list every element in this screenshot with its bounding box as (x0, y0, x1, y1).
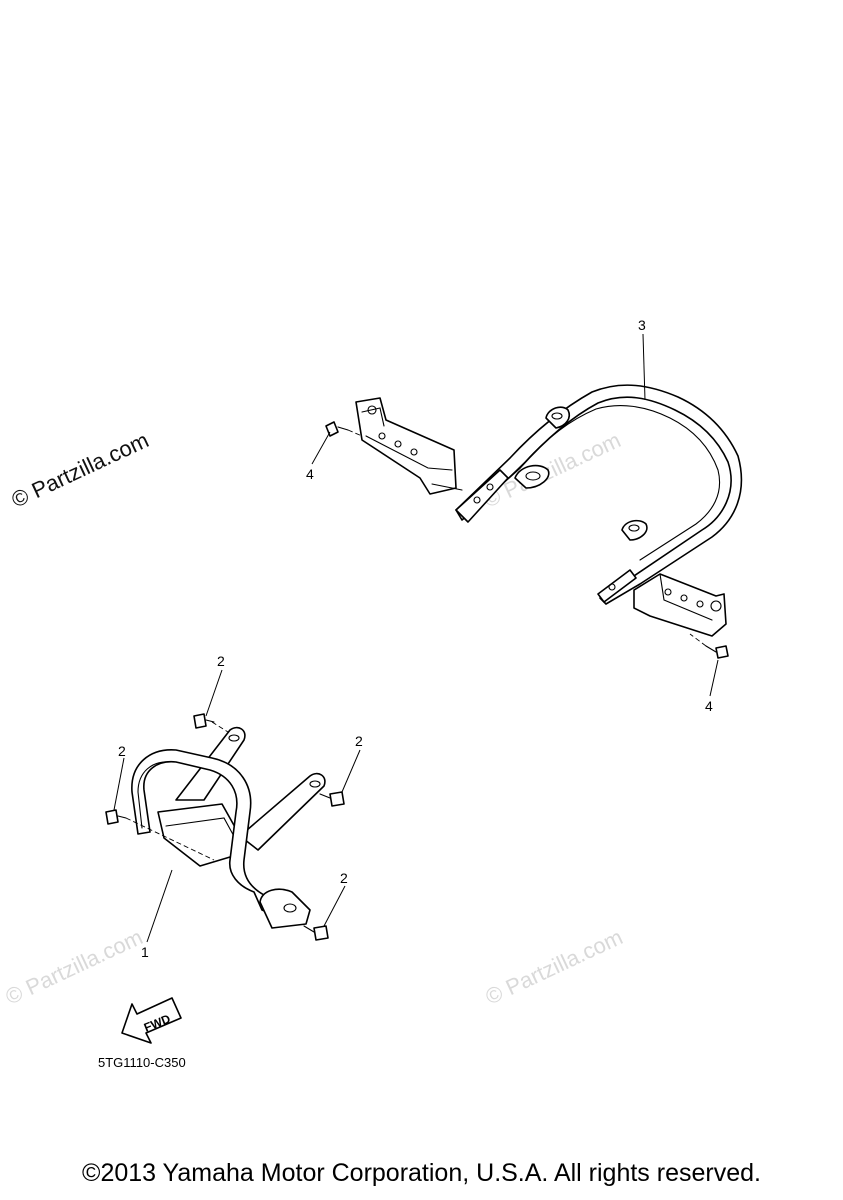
right-footrest-bracket (633, 573, 727, 637)
diagram-code: 5TG1110-C350 (98, 1055, 186, 1070)
copyright-notice: ©2013 Yamaha Motor Corporation, U.S.A. A… (82, 1159, 761, 1187)
rear-guard-bar (455, 384, 743, 605)
bolt-4-lower (689, 633, 729, 659)
callout-4-lower: 4 (705, 698, 713, 714)
front-guard-bar (125, 721, 326, 929)
callout-1: 1 (141, 944, 149, 960)
bolt-4-upper (325, 421, 363, 437)
callout-2-right: 2 (355, 733, 363, 749)
callout-2-bottom: 2 (340, 870, 348, 886)
fwd-arrow-icon: FWD (121, 997, 182, 1044)
watermark-side: © Partzilla.com (8, 427, 153, 512)
left-footrest-bracket (355, 397, 463, 495)
callout-4-upper: 4 (306, 466, 314, 482)
watermark-lower-right: © Partzilla.com (482, 924, 627, 1009)
callout-2-top: 2 (217, 653, 225, 669)
watermark-lower-left: © Partzilla.com (2, 924, 147, 1009)
bolt-2-right (319, 791, 345, 807)
bolt-2-bottom (303, 925, 329, 941)
callout-2-left: 2 (118, 743, 126, 759)
bolt-2-top (193, 713, 215, 729)
callout-3: 3 (638, 317, 646, 333)
bolt-2-left (105, 809, 127, 825)
